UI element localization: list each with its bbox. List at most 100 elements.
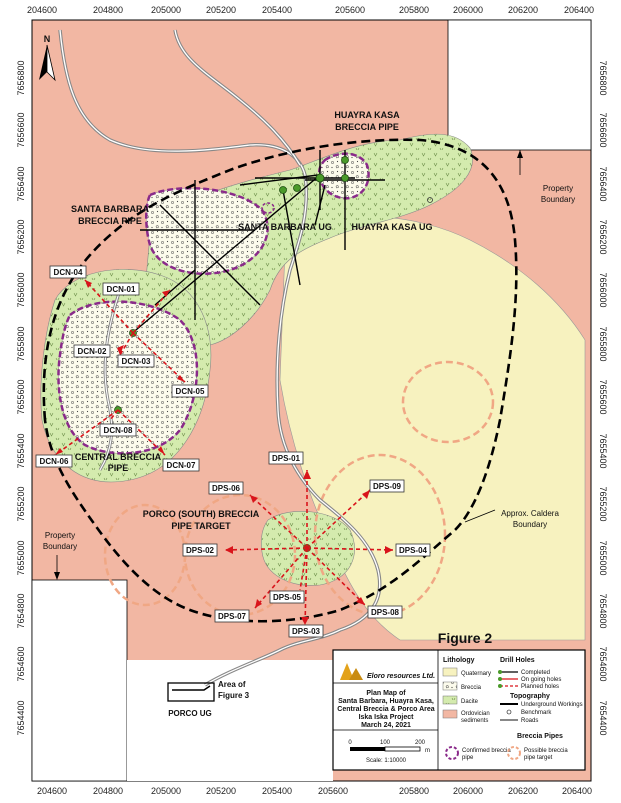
svg-text:Confirmed breccia: Confirmed breccia <box>462 748 511 754</box>
property-boundary-right: Property Boundary <box>517 150 583 204</box>
svg-text:Property: Property <box>543 184 573 193</box>
outside-property-left <box>31 579 128 782</box>
hole-label-dcn03: DCN-03 <box>117 354 155 368</box>
figure3-area-box <box>167 682 215 702</box>
svg-text:7655600: 7655600 <box>598 379 608 414</box>
hole-label-dcn08: DCN-08 <box>99 423 137 437</box>
hole-label-dcn05: DCN-05 <box>171 384 209 398</box>
completed-drill-holes <box>129 150 385 336</box>
hole-label-dcn07: DCN-07 <box>162 458 200 472</box>
svg-text:Underground Workings: Underground Workings <box>521 702 583 708</box>
svg-text:205800: 205800 <box>399 786 429 796</box>
hole-label-dps09: DPS-09 <box>369 479 405 493</box>
svg-text:Quaternary: Quaternary <box>461 671 491 677</box>
svg-text:100: 100 <box>380 740 391 746</box>
svg-text:206400: 206400 <box>562 786 592 796</box>
planned-arrowheads-central <box>55 280 185 455</box>
hole-label-dps07: DPS-07 <box>214 609 250 623</box>
svg-text:m: m <box>425 748 430 754</box>
svg-text:DCN-07: DCN-07 <box>167 461 196 470</box>
svg-text:7656800: 7656800 <box>598 60 608 95</box>
svg-text:DPS-09: DPS-09 <box>373 482 402 491</box>
porco-ug-label: PORCO UG <box>168 709 212 718</box>
area-figure3-label-2: Figure 3 <box>218 691 250 700</box>
x-coords-top: 204600 204800 205000 205200 205400 20560… <box>27 5 594 15</box>
scale-bar: 0 100 200 m Scale: 1:10000 <box>348 740 430 764</box>
svg-text:206000: 206000 <box>453 786 483 796</box>
svg-text:pipe: pipe <box>462 755 474 761</box>
legend: Eloro resources Ltd. Plan Map of Santa B… <box>332 649 586 771</box>
svg-text:7655400: 7655400 <box>16 433 26 468</box>
svg-text:Boundary: Boundary <box>541 195 575 204</box>
huayra-kasa-pipe-label-1: HUAYRA KASA <box>334 110 400 120</box>
svg-text:205600: 205600 <box>318 786 348 796</box>
svg-text:DCN-04: DCN-04 <box>54 268 83 277</box>
hole-label-dps04: DPS-04 <box>395 543 431 557</box>
svg-text:7656400: 7656400 <box>598 166 608 201</box>
svg-text:7656000: 7656000 <box>598 272 608 307</box>
svg-text:200: 200 <box>415 740 426 746</box>
svg-text:Benchmark: Benchmark <box>521 710 552 716</box>
svg-text:DPS-05: DPS-05 <box>273 593 302 602</box>
road-central-inner <box>99 289 121 471</box>
confirmed-pipe-santa-barbara <box>145 186 269 275</box>
svg-text:sediments: sediments <box>461 718 488 724</box>
legend-lithology: Lithology <box>443 657 475 664</box>
svg-text:DPS-03: DPS-03 <box>292 627 321 636</box>
hole-label-dcn04: DCN-04 <box>49 265 87 279</box>
hole-label-dps01: DPS-01 <box>268 451 304 465</box>
legend-plan-4: Iska Iska Project <box>359 714 415 721</box>
svg-text:7655600: 7655600 <box>16 379 26 414</box>
svg-text:205400: 205400 <box>262 5 292 15</box>
svg-text:Property: Property <box>45 531 75 540</box>
huayra-kasa-pipe-label-2: BRECCIA PIPE <box>335 122 399 132</box>
hole-label-dps03: DPS-03 <box>288 624 324 638</box>
svg-text:Breccia: Breccia <box>461 685 482 691</box>
svg-text:7655200: 7655200 <box>598 486 608 521</box>
santa-barbara-ug-label: SANTA BARBARA UG <box>238 222 332 232</box>
svg-text:Roads: Roads <box>521 718 538 724</box>
svg-text:206400: 206400 <box>564 5 594 15</box>
svg-text:pipe target: pipe target <box>524 755 553 761</box>
y-coords-left: 7656800 7656600 7656400 7656200 7656000 … <box>16 60 26 735</box>
property-boundary-left: Property Boundary <box>43 531 77 580</box>
svg-text:On going holes: On going holes <box>521 677 561 683</box>
svg-text:DPS-06: DPS-06 <box>212 484 241 493</box>
hole-label-dps06: DPS-06 <box>208 481 244 495</box>
legend-topography: Topography <box>510 693 550 700</box>
hole-label-dps02: DPS-02 <box>182 543 218 557</box>
svg-text:DCN-06: DCN-06 <box>40 457 69 466</box>
svg-text:206000: 206000 <box>453 5 483 15</box>
svg-text:7656600: 7656600 <box>16 112 26 147</box>
hole-label-dcn06: DCN-06 <box>35 454 73 468</box>
svg-text:7655200: 7655200 <box>16 486 26 521</box>
svg-text:DPS-04: DPS-04 <box>399 546 428 555</box>
svg-text:205600: 205600 <box>335 5 365 15</box>
svg-text:205200: 205200 <box>206 786 236 796</box>
porco-south-label-1: PORCO (SOUTH) BRECCIA <box>143 509 260 519</box>
svg-text:DPS-01: DPS-01 <box>272 454 301 463</box>
svg-text:7655400: 7655400 <box>598 433 608 468</box>
svg-text:7656200: 7656200 <box>16 219 26 254</box>
hole-label-dcn02: DCN-02 <box>73 344 111 358</box>
svg-text:Completed: Completed <box>521 670 550 676</box>
svg-text:DPS-08: DPS-08 <box>371 608 400 617</box>
svg-text:DPS-07: DPS-07 <box>218 612 247 621</box>
svg-text:DCN-01: DCN-01 <box>107 285 136 294</box>
svg-text:7656200: 7656200 <box>598 219 608 254</box>
outside-property-bottom <box>127 660 333 781</box>
hole-label-dps05: DPS-05 <box>269 590 305 604</box>
hole-label-dps08: DPS-08 <box>367 605 403 619</box>
confirmed-pipe-small <box>261 202 275 214</box>
confirmed-pipe-huayra-kasa <box>317 152 370 200</box>
svg-text:206200: 206200 <box>508 5 538 15</box>
svg-text:7654400: 7654400 <box>598 700 608 735</box>
porco-south-label-2: PIPE TARGET <box>171 521 231 531</box>
svg-text:Scale: 1:10000: Scale: 1:10000 <box>366 758 407 764</box>
santa-barbara-pipe-label-1: SANTA BARBARA <box>71 204 149 214</box>
svg-text:205000: 205000 <box>151 5 181 15</box>
svg-text:DCN-05: DCN-05 <box>176 387 205 396</box>
svg-text:205000: 205000 <box>151 786 181 796</box>
svg-text:7654400: 7654400 <box>16 700 26 735</box>
